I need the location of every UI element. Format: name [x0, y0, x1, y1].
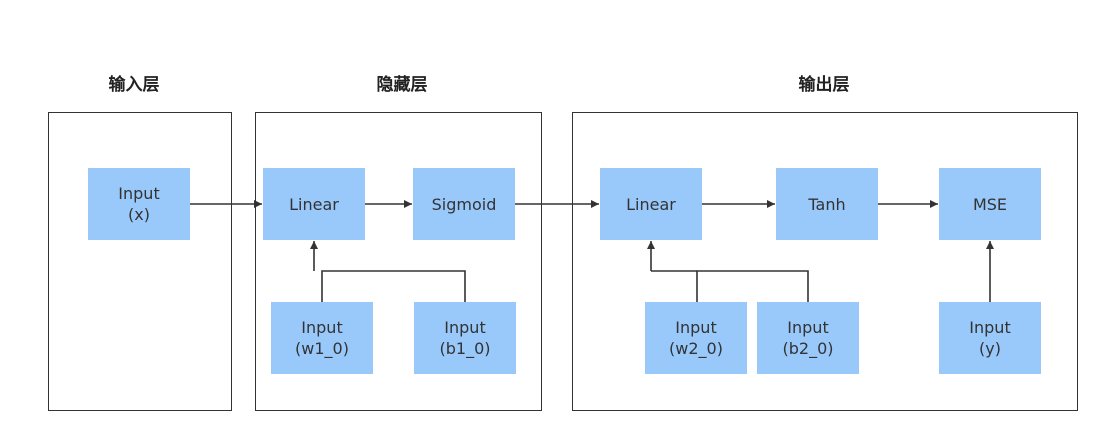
node-title: Input — [301, 318, 343, 337]
node-arg: (x) — [128, 205, 150, 224]
node-arg: (b1_0) — [439, 339, 491, 358]
node-title: MSE — [972, 194, 1008, 214]
edge-w2-b2-join — [696, 270, 809, 302]
node-input-w1: Input (w1_0) — [271, 302, 373, 374]
input-layer-box — [48, 112, 232, 411]
node-mse: MSE — [939, 168, 1041, 240]
node-arg: (y) — [979, 339, 1001, 358]
node-title: Input — [675, 318, 717, 337]
node-title: Input — [787, 318, 829, 337]
node-input-w2: Input (w2_0) — [645, 302, 747, 374]
node-title: Input — [118, 184, 160, 203]
node-tanh: Tanh — [776, 168, 878, 240]
node-title: Input — [444, 318, 486, 337]
input-layer-title: 输入层 — [108, 75, 160, 95]
node-input-x: Input (x) — [88, 168, 190, 240]
node-arg: (w1_0) — [295, 339, 349, 358]
node-title: Linear — [626, 194, 676, 214]
node-input-y: Input (y) — [939, 302, 1041, 374]
node-sigmoid: Sigmoid — [413, 168, 515, 240]
node-input-b1: Input (b1_0) — [414, 302, 516, 374]
node-title: Sigmoid — [431, 194, 497, 214]
hidden-layer-title: 隐藏层 — [376, 75, 428, 95]
node-output-linear: Linear — [600, 168, 702, 240]
output-layer-title: 输出层 — [798, 75, 850, 95]
edge-w1-b1-join — [321, 270, 466, 302]
node-title: Input — [969, 318, 1011, 337]
output-layer-box — [572, 112, 1078, 411]
node-hidden-linear: Linear — [263, 168, 365, 240]
node-input-b2: Input (b2_0) — [757, 302, 859, 374]
node-title: Linear — [289, 194, 339, 214]
node-arg: (b2_0) — [782, 339, 834, 358]
node-title: Tanh — [808, 194, 846, 214]
hidden-layer-box — [255, 112, 542, 411]
node-arg: (w2_0) — [669, 339, 723, 358]
